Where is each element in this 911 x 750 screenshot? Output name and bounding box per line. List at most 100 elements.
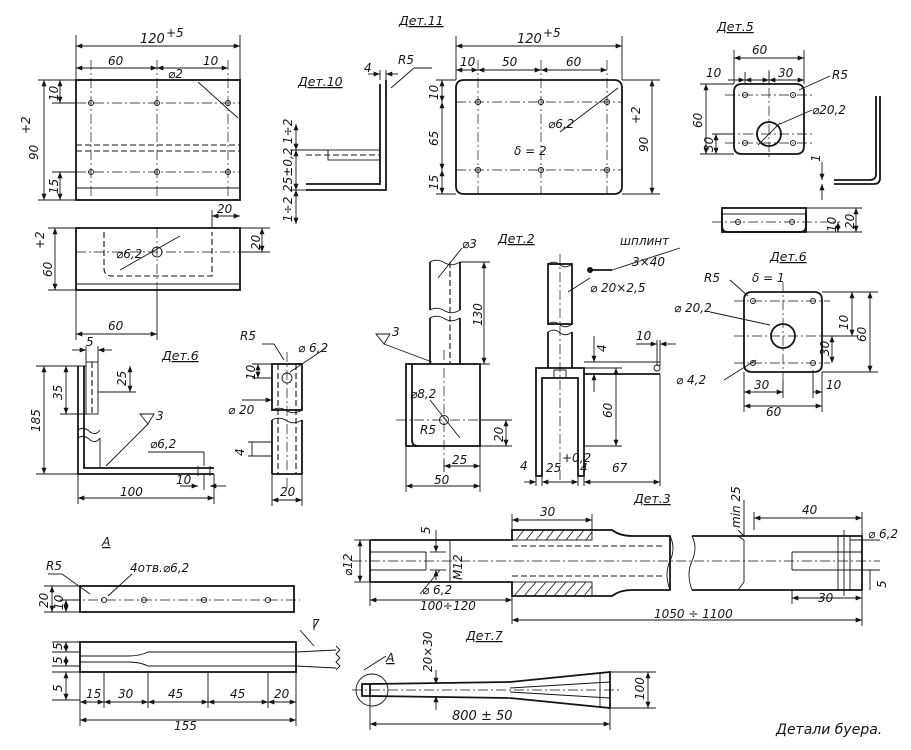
- dim-45b: 45: [230, 687, 245, 701]
- dim-60d: 60: [566, 55, 582, 69]
- label-view-a1: A: [101, 534, 111, 549]
- dim-5b: 5: [419, 526, 433, 534]
- splint-label: шплинт: [620, 234, 670, 248]
- dim-800: 800 ± 50: [452, 709, 513, 724]
- dim-100t120: 100÷120: [420, 599, 476, 613]
- dim-185: 185: [29, 409, 43, 432]
- dim-202a: ⌀20,2: [812, 103, 846, 117]
- dim-20f: 20: [280, 485, 296, 499]
- callout-7: 7: [312, 617, 320, 631]
- dim-20b: 20: [249, 234, 263, 250]
- dim-tol2b: +2: [33, 231, 47, 249]
- dim-20e: ⌀ 20: [228, 403, 255, 417]
- dim-5c: 5: [875, 580, 889, 588]
- dim-15a: 15: [47, 179, 61, 194]
- delta-1: δ = 1: [752, 271, 785, 285]
- dim-60b: 60: [41, 261, 55, 277]
- label-det5: Дет.5: [716, 19, 754, 34]
- dim-155: 155: [174, 719, 197, 733]
- view-a-strip: [44, 573, 300, 613]
- dim-40: 40: [802, 503, 818, 517]
- det7-boom: [352, 655, 656, 730]
- dim-10l: 10: [52, 594, 66, 610]
- label-det2: Дет.2: [497, 231, 535, 246]
- dim-20x25: ⌀ 20×2,5: [590, 281, 645, 295]
- det6-profile: [36, 346, 226, 504]
- dim-4c: 4: [520, 459, 528, 473]
- dim-30d: 30: [754, 378, 770, 392]
- dim-62a: ⌀6,2: [116, 247, 142, 261]
- bracket-plan-view: [38, 35, 241, 201]
- dim-10j: 10: [176, 473, 192, 487]
- label-det3: Дет.3: [633, 491, 671, 506]
- dim-tol5a: +5: [166, 26, 184, 40]
- det11-plate: [436, 36, 660, 195]
- label-det6a: Дет.6: [161, 348, 199, 363]
- dim-4e: 4: [233, 448, 247, 456]
- tube-detail: [242, 343, 327, 506]
- label-det10: Дет.10: [297, 74, 343, 89]
- rough-3b: 3: [156, 409, 164, 423]
- dim-30e: 30: [540, 505, 556, 519]
- dim-42: ⌀ 4,2: [676, 373, 706, 387]
- dim-60f: 60: [691, 112, 705, 128]
- dim-r5f: R5: [46, 559, 62, 573]
- det6-plate: [709, 279, 878, 412]
- dim-30g: 30: [118, 687, 134, 701]
- dim-25b: 25: [546, 461, 561, 475]
- dim-65: 65: [427, 131, 441, 146]
- dim-r5c: R5: [420, 423, 436, 437]
- dim-60c: 60: [108, 319, 124, 333]
- dim-r5a: R5: [398, 53, 414, 67]
- det7-plan: [52, 620, 341, 726]
- dim-60e: 60: [752, 43, 768, 57]
- dim-10e: 10: [706, 66, 722, 80]
- dim-1: 1: [809, 154, 823, 162]
- dim-120b: 120: [517, 32, 542, 47]
- dim-10a: 10: [203, 54, 219, 68]
- dim-10h: 10: [837, 314, 851, 330]
- dim-5f: 5: [51, 684, 65, 692]
- holes-label: 4отв.⌀6,2: [130, 561, 189, 575]
- det3-part: [352, 500, 880, 626]
- dim-62b: ⌀6,2: [548, 117, 574, 131]
- dim-r5e: R5: [240, 329, 256, 343]
- dim-3: ⌀3: [462, 237, 477, 251]
- dim-130: 130: [471, 303, 485, 326]
- dim-4d: 4: [580, 461, 588, 475]
- dim-20d: 20: [492, 426, 506, 442]
- dim-67: 67: [612, 461, 628, 475]
- dim-15c: 15: [86, 687, 101, 701]
- dim-10d: 10: [427, 84, 441, 100]
- dim-1050: 1050 ÷ 1100: [654, 607, 733, 621]
- dim-10b: 10: [47, 85, 61, 101]
- dim-10i: 10: [826, 378, 842, 392]
- dim-20h: 20: [274, 687, 290, 701]
- dim-60g: 60: [601, 402, 615, 418]
- dim-25a: 25: [452, 453, 467, 467]
- dim-100a: 100: [120, 485, 143, 499]
- dim-m12: M12: [451, 554, 465, 580]
- dim-d2: ⌀2: [168, 67, 183, 81]
- dim-20c: 20: [843, 213, 857, 229]
- det2-front: [375, 247, 512, 492]
- dim-10k: 10: [244, 364, 258, 380]
- dim-4a: 4: [364, 61, 372, 75]
- dim-30b: 30: [702, 136, 716, 152]
- dim-82: ⌀8,2: [410, 387, 436, 401]
- label-view-a2: A: [385, 650, 395, 665]
- dim-min25: min 25: [729, 486, 743, 528]
- dim-35: 35: [51, 385, 65, 400]
- dim-20g: 20: [37, 592, 51, 608]
- dim-15b: 15: [427, 175, 441, 190]
- dim-62e: ⌀ 6,2: [422, 583, 452, 597]
- dim-30f: 30: [818, 591, 834, 605]
- dim-20a: 20: [217, 202, 233, 216]
- dim-50a: 50: [502, 55, 518, 69]
- dim-5e: 5: [51, 656, 65, 664]
- delta-2: δ = 2: [514, 144, 547, 158]
- dim-62c: ⌀6,2: [150, 437, 176, 451]
- dim-25c: 25: [115, 371, 129, 386]
- dim-1t2b: 1÷2: [281, 197, 295, 222]
